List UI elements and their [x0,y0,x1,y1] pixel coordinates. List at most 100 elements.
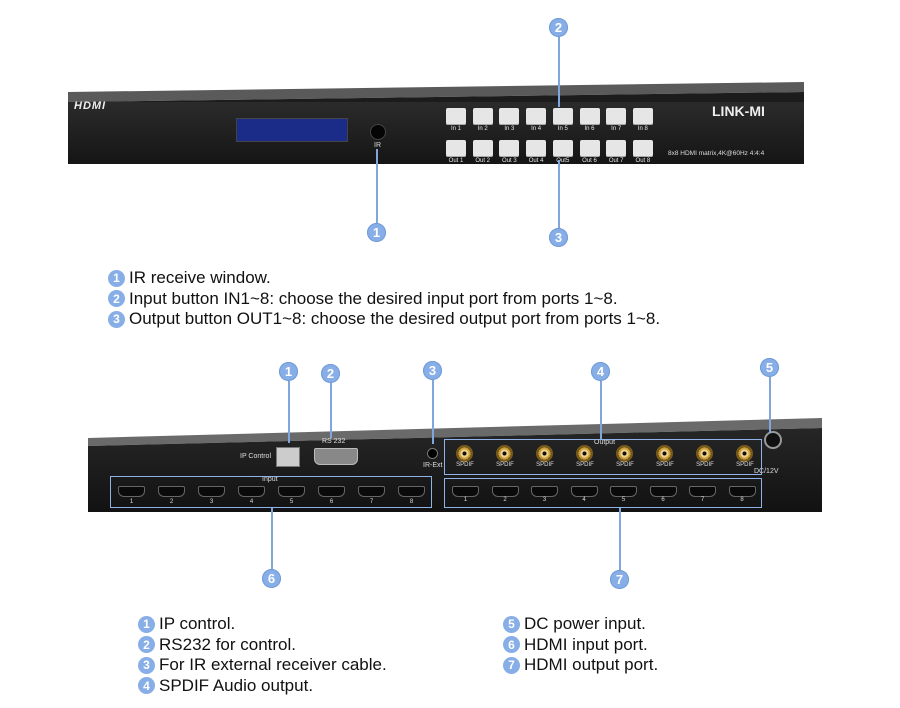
legend-badge: 1 [138,615,155,633]
hdmi-output-port-8 [728,486,756,497]
input-port-number: 3 [209,499,214,505]
model-text: 8x8 HDMI matrix,4K@60Hz 4:4:4 [668,150,765,157]
front-legend-item-1: 1 IR receive window. [108,268,660,289]
output-button-1[interactable] [446,140,466,157]
input-port-number: 8 [409,499,414,505]
input-port-number: 5 [289,499,294,505]
input-button-6[interactable] [579,108,600,125]
rear-callout-line-7 [619,508,621,570]
rear-callout-line-2 [330,383,332,438]
rear-legend-item-6: 6 HDMI input port. [503,635,658,656]
spdif-jack-6 [656,445,673,462]
ir-ext-label: IR-Ext [423,462,443,469]
rear-callout-badge-1: 1 [279,362,298,381]
hdmi-logo: HDMI [74,100,107,112]
front-panel-device: HDMI IR LINK-MI 8x8 HDMI matrix,4K@60Hz … [64,78,804,166]
output-button-5[interactable] [552,140,573,157]
legend-text: HDMI input port. [524,634,648,654]
output-button-8[interactable] [632,140,653,157]
input-button-8[interactable] [632,108,653,125]
hdmi-output-port-3 [531,486,558,497]
output-port-number: 3 [542,497,547,503]
spdif-label: SPDIF [456,462,474,468]
spdif-jack-5 [616,445,633,462]
legend-text: Input button IN1~8: choose the desired i… [129,288,618,308]
spdif-jack-3 [536,445,553,462]
input-button-2[interactable] [472,108,493,125]
lcd-display [236,118,348,142]
legend-badge: 5 [503,615,520,633]
legend-badge: 3 [108,310,125,328]
legend-text: For IR external receiver cable. [159,655,387,675]
legend-text: DC power input. [524,614,646,634]
output-port-number: 8 [740,497,744,503]
legend-badge: 3 [138,656,155,674]
ir-label: IR [374,142,381,149]
output-button-2[interactable] [472,140,493,157]
output-button-label: Out 8 [635,158,651,164]
input-button-label: In 1 [450,126,461,132]
spdif-jack-4 [576,445,593,462]
output-button-label: Out 7 [608,158,624,164]
input-button-5[interactable] [552,108,573,125]
spdif-jack-2 [496,445,513,462]
input-port-number: 4 [249,499,254,505]
callout-line-1 [376,149,378,223]
legend-badge: 2 [138,636,155,654]
output-port-number: 2 [503,497,507,503]
output-button-4[interactable] [526,140,547,157]
hdmi-input-port-6 [318,486,345,497]
rear-callout-badge-4: 4 [591,362,610,381]
output-button-label: Out 6 [582,158,597,164]
ethernet-port [276,447,300,467]
input-button-4[interactable] [526,108,547,125]
output-button-3[interactable] [499,140,520,157]
hdmi-output-port-7 [689,486,716,497]
hdmi-output-frame [444,478,762,508]
ir-receive-window [370,124,386,140]
output-button-7[interactable] [606,140,627,157]
hdmi-input-port-3 [198,486,225,497]
spdif-label: SPDIF [656,462,674,468]
rs232-port [314,448,358,465]
hdmi-input-port-7 [358,486,385,497]
output-button-6[interactable] [579,140,600,157]
rear-callout-badge-5: 5 [760,358,779,377]
rs232-label: RS 232 [322,438,346,445]
spdif-label: SPDIF [576,462,594,468]
rear-callout-line-1 [288,381,290,443]
input-port-number: 1 [129,499,134,505]
rear-callout-line-6 [271,508,273,569]
hdmi-output-port-5 [610,486,637,497]
input-button-7[interactable] [606,108,627,125]
spdif-label: SPDIF [736,462,754,468]
front-legend: 1 IR receive window. 2 Input button IN1~… [108,268,660,330]
rear-legend-item-2: 2 RS232 for control. [138,635,387,656]
output-port-number: 6 [661,497,665,503]
hdmi-input-port-2 [158,486,185,497]
ir-ext-jack [427,448,438,459]
callout-badge-1: 1 [367,223,386,242]
input-button-1[interactable] [446,108,466,125]
callout-line-2 [558,37,560,107]
legend-badge: 6 [503,636,520,654]
output-port-number: 1 [463,497,468,503]
callout-badge-3: 3 [549,228,568,247]
rear-legend-item-3: 3 For IR external receiver cable. [138,655,387,676]
brand-name: LINK-MI [712,103,765,119]
legend-text: RS232 for control. [159,634,297,654]
ip-control-label: IP Control [240,453,271,460]
input-button-label: In 3 [504,126,515,132]
rear-callout-badge-2: 2 [321,364,340,383]
input-button-label: In 5 [557,126,568,132]
legend-text: IR receive window. [129,268,271,288]
input-button-3[interactable] [499,108,520,125]
output-port-number: 7 [700,497,705,503]
hdmi-output-port-6 [649,486,677,497]
input-button-label: In 8 [637,126,648,132]
front-legend-item-2: 2 Input button IN1~8: choose the desired… [108,289,660,310]
rear-legend-item-4: 4 SPDIF Audio output. [138,676,387,697]
input-port-number: 6 [329,499,334,505]
input-port-number: 2 [169,499,174,505]
callout-badge-2: 2 [549,18,568,37]
